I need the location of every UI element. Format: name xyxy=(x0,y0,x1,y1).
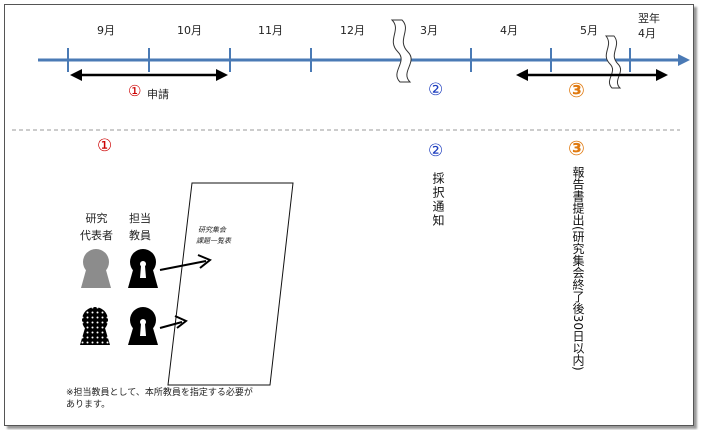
researcher-figure-dotted xyxy=(80,307,110,345)
timeline-break-2 xyxy=(604,35,622,89)
month-label-oct: 10月 xyxy=(177,24,202,37)
phase3-mark-top: ③ xyxy=(568,78,585,102)
month-label-may: 5月 xyxy=(580,24,598,37)
report-submission-text: 報告書提出(研究集会終了後30日以内) xyxy=(571,166,585,371)
timeline-ticks xyxy=(67,48,631,72)
phase2-mark-top: ② xyxy=(428,80,444,100)
month-label-apr: 4月 xyxy=(500,24,518,37)
phase1-mark-top: ① xyxy=(128,82,142,100)
faculty-figure-1 xyxy=(128,249,158,288)
month-label-mar: 3月 xyxy=(420,24,438,37)
adoption-notice-text: 採択通知 xyxy=(431,172,445,228)
phase1-label: 申請 xyxy=(147,88,169,101)
footnote: ※担当教員として、本所教員を指定する必要があります。 xyxy=(66,388,253,410)
document-sheet xyxy=(167,182,294,386)
faculty-role-label: 担当 教員 xyxy=(129,212,151,242)
phase1-mark: ① xyxy=(97,136,113,156)
month-label-next-year: 翌年 xyxy=(638,12,660,25)
phase3-mark: ③ xyxy=(568,136,585,160)
document-title-line1: 研究集会 xyxy=(198,226,226,234)
month-label-next-apr: 4月 xyxy=(638,27,656,40)
phase2-mark: ② xyxy=(428,141,444,161)
month-label-dec: 12月 xyxy=(340,24,365,37)
document-title-line2: 課題一覧表 xyxy=(196,237,231,245)
timeline-break-1 xyxy=(390,19,412,83)
submit-arrow-2 xyxy=(159,321,183,329)
month-label-sep: 9月 xyxy=(97,24,115,37)
timeline-axis-arrowhead xyxy=(678,54,690,66)
researcher-role-label: 研究 代表者 xyxy=(80,212,113,242)
submit-arrow-1 xyxy=(159,260,207,271)
month-label-nov: 11月 xyxy=(258,24,283,37)
researcher-figure-gray xyxy=(81,249,111,288)
faculty-figure-2 xyxy=(128,307,158,345)
